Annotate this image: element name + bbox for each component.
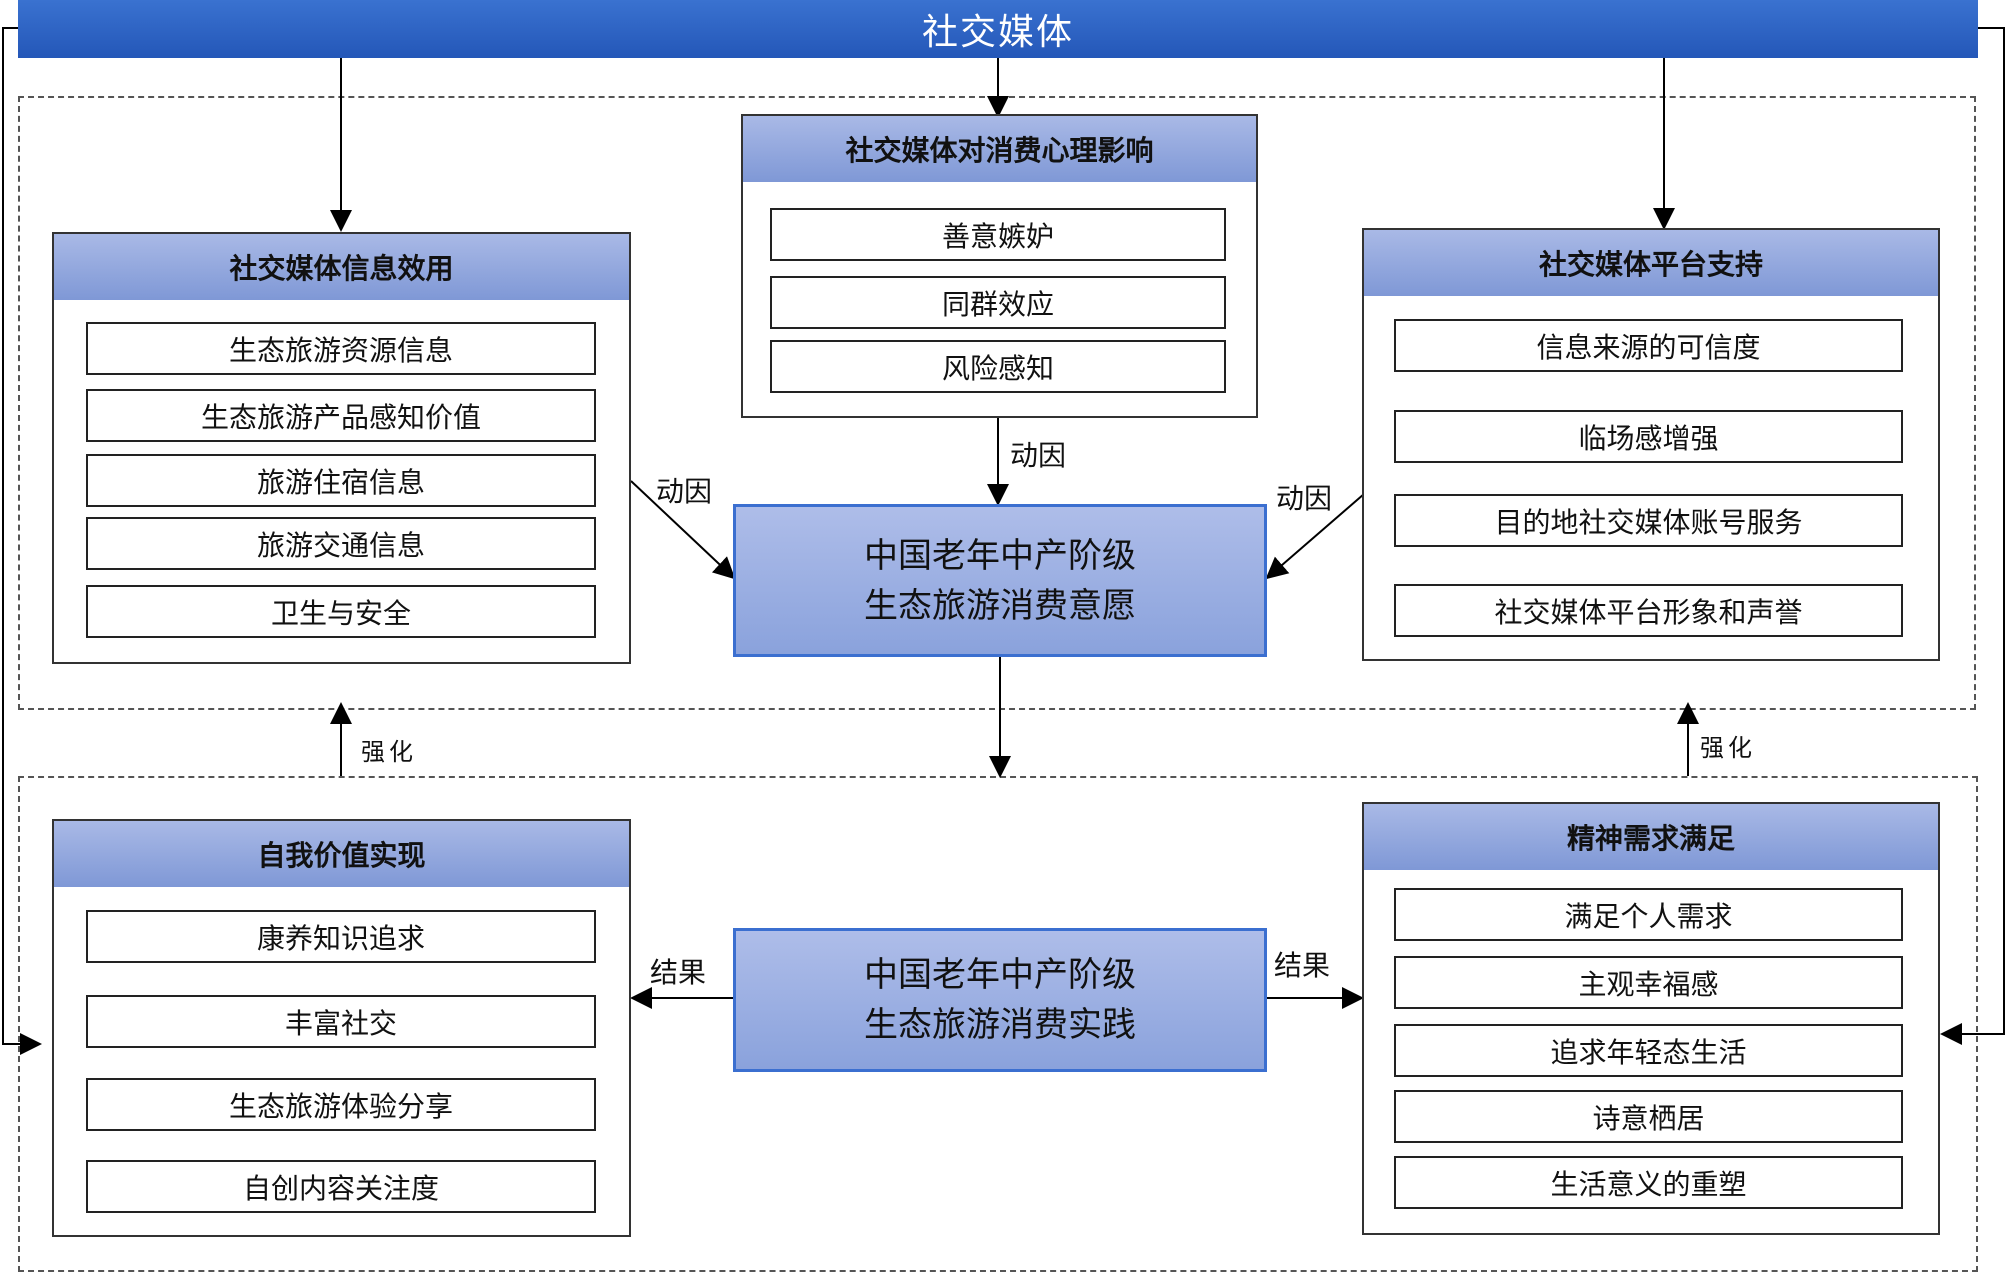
- practice-line-1: 中国老年中产阶级: [864, 955, 1136, 995]
- label-reinforce-left: 强化: [361, 738, 417, 766]
- spirit-item-2: 主观幸福感: [1394, 956, 1903, 1009]
- info-item-1: 生态旅游资源信息: [86, 322, 596, 375]
- social-media-bar: 社交媒体: [18, 0, 1978, 58]
- arrow-platform-to-intention: [1265, 493, 1365, 580]
- platform-item-2: 临场感增强: [1394, 410, 1903, 463]
- label-motive-right: 动因: [1276, 482, 1333, 515]
- psych-item-3: 风险感知: [770, 340, 1226, 393]
- spirit-item-3: 追求年轻态生活: [1394, 1024, 1903, 1077]
- psych-item-2: 同群效应: [770, 276, 1226, 329]
- info-item-3: 旅游住宿信息: [86, 454, 596, 507]
- self-item-2: 丰富社交: [86, 995, 596, 1048]
- info-item-2: 生态旅游产品感知价值: [86, 389, 596, 442]
- group-info-utility-title: 社交媒体信息效用: [54, 234, 629, 300]
- label-result-right: 结果: [1274, 949, 1331, 982]
- spirit-item-1: 满足个人需求: [1394, 888, 1903, 941]
- group-platform-support-title: 社交媒体平台支持: [1364, 230, 1938, 296]
- spirit-item-5: 生活意义的重塑: [1394, 1156, 1903, 1209]
- loop-right: [1940, 27, 2005, 1045]
- spirit-item-4: 诗意栖居: [1394, 1090, 1903, 1143]
- label-result-left: 结果: [650, 956, 707, 989]
- info-item-4: 旅游交通信息: [86, 517, 596, 570]
- core-consumption-intention: 中国老年中产阶级 生态旅游消费意愿: [733, 504, 1267, 657]
- social-media-title: 社交媒体: [921, 12, 1074, 53]
- self-item-4: 自创内容关注度: [86, 1160, 596, 1213]
- arrow-info-to-intention: [630, 480, 736, 580]
- core-consumption-practice: 中国老年中产阶级 生态旅游消费实践: [733, 928, 1267, 1072]
- label-reinforce-right: 强化: [1700, 734, 1756, 762]
- label-motive-center: 动因: [1010, 439, 1067, 472]
- self-item-3: 生态旅游体验分享: [86, 1078, 596, 1131]
- group-spiritual-needs-title: 精神需求满足: [1364, 804, 1938, 870]
- info-item-5: 卫生与安全: [86, 585, 596, 638]
- practice-line-2: 生态旅游消费实践: [864, 1005, 1136, 1045]
- loop-left: [2, 27, 42, 1055]
- platform-item-4: 社交媒体平台形象和声誉: [1394, 584, 1903, 637]
- group-psych-influence-title: 社交媒体对消费心理影响: [743, 116, 1256, 182]
- label-motive-left: 动因: [656, 475, 713, 508]
- group-self-value-title: 自我价值实现: [54, 821, 629, 887]
- psych-item-1: 善意嫉妒: [770, 208, 1226, 261]
- self-item-1: 康养知识追求: [86, 910, 596, 963]
- platform-item-1: 信息来源的可信度: [1394, 319, 1903, 372]
- intention-line-1: 中国老年中产阶级: [864, 535, 1136, 576]
- platform-item-3: 目的地社交媒体账号服务: [1394, 494, 1903, 547]
- intention-line-2: 生态旅游消费意愿: [864, 585, 1136, 626]
